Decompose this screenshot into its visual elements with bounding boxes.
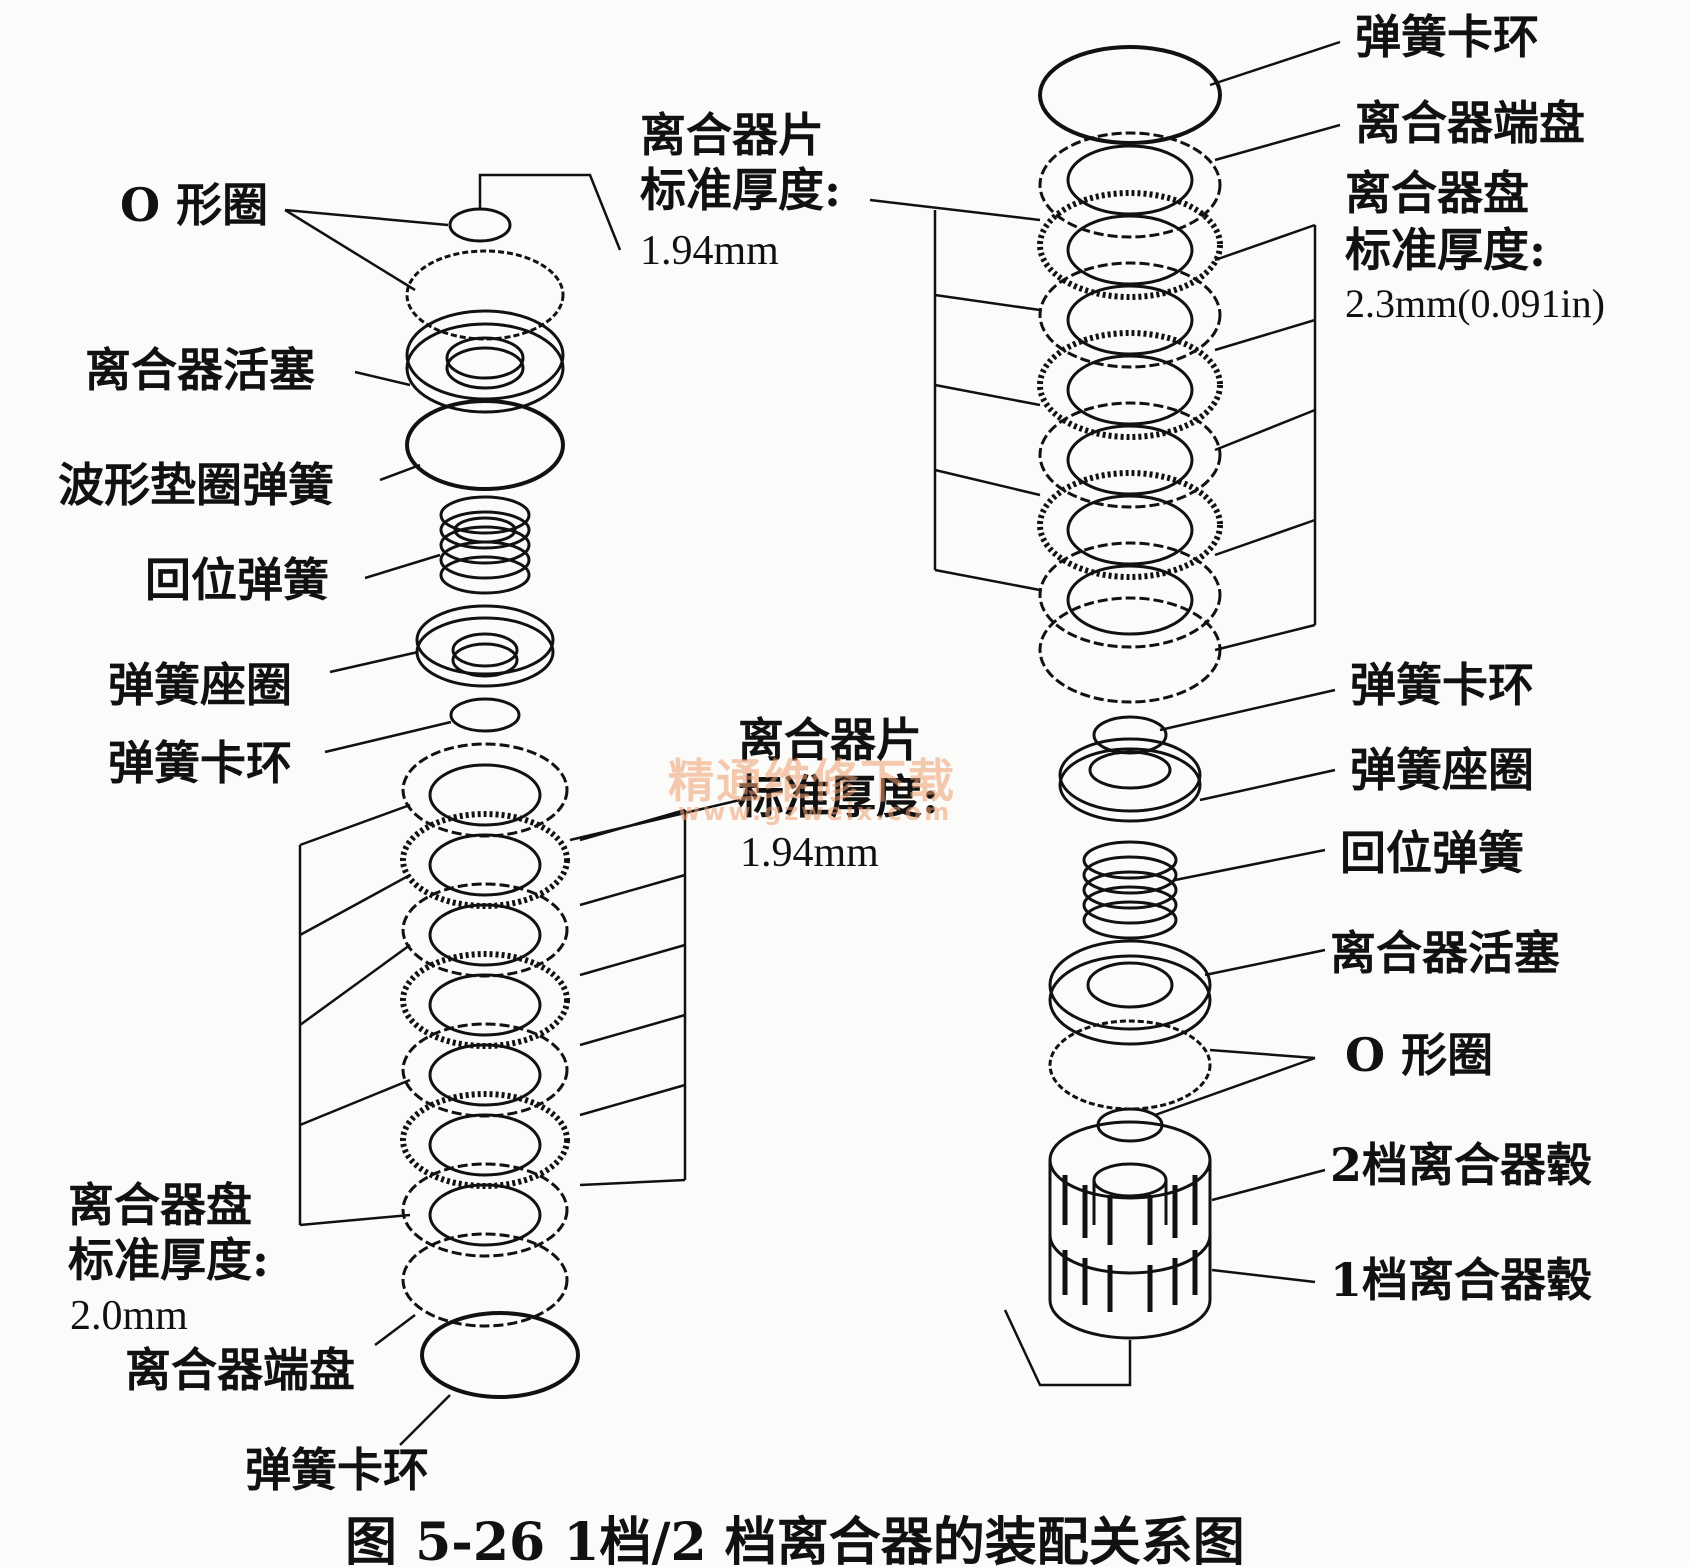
right-spring-seat: [1058, 737, 1202, 823]
right-snap-ring-mid-label: 弹簧卡环: [1350, 658, 1534, 712]
right-hub-2nd-label: 2档离合器毂: [1330, 1138, 1593, 1192]
left-return-spring: [439, 495, 531, 595]
left-plate-value: 1.94mm: [640, 228, 779, 274]
right-end-plate-label: 离合器端盘: [1355, 96, 1585, 150]
right-clutch-piston-label: 离合器活塞: [1330, 926, 1560, 980]
left-wave-washer: [405, 399, 565, 491]
right-return-spring-label: 回位弹簧: [1340, 826, 1524, 880]
left-plate-std-label: 标准厚度:: [640, 163, 841, 217]
right-large-o-ring: [1048, 1019, 1212, 1111]
right-small-o-ring: [1096, 1107, 1164, 1143]
figure-caption: 图 5-26 1档/2 档离合器的装配关系图: [345, 1512, 1245, 1567]
left-plate-label: 离合器片: [640, 108, 824, 162]
left-snap-ring-top: [449, 697, 521, 733]
right-return-spring: [1082, 840, 1178, 940]
right-spring-seat-label: 弹簧座圈: [1350, 743, 1534, 797]
right-disc-std-label: 标准厚度:: [1345, 223, 1546, 277]
left-wave-washer-label: 波形垫圈弹簧: [58, 458, 334, 512]
left-clutch-stack: [400, 742, 570, 1328]
left-clutch-piston-label: 离合器活塞: [85, 343, 315, 397]
left-end-plate-label: 离合器端盘: [125, 1343, 355, 1397]
left-leaders: [284, 173, 741, 1446]
left-return-spring-label: 回位弹簧: [145, 553, 329, 607]
right-disc-label: 离合器盘: [1345, 166, 1529, 220]
left-spring-seat: [415, 604, 555, 688]
left-plate-value-2: 1.94mm: [740, 830, 879, 876]
left-spring-seat-label: 弹簧座圈: [108, 658, 292, 712]
watermark-text: 精通维修下载: [668, 754, 956, 808]
left-o-ring-label: O 形圈: [120, 178, 269, 232]
left-plate-std-label-2: 标准厚度:: [738, 770, 939, 824]
left-large-o-ring: [405, 249, 565, 341]
left-disc-std-label: 标准厚度:: [68, 1233, 269, 1287]
right-hub-1st-label: 1档离合器毂: [1330, 1253, 1593, 1307]
right-snap-ring-top-label: 弹簧卡环: [1355, 10, 1539, 64]
right-o-ring-label: O 形圈: [1345, 1028, 1494, 1082]
left-small-o-ring: [448, 207, 512, 243]
right-snap-ring-top: [1038, 45, 1222, 145]
left-plate-label-2: 离合器片: [738, 713, 922, 767]
left-assembly: [400, 207, 580, 1399]
left-snap-ring-top-label: 弹簧卡环: [108, 736, 292, 790]
right-disc-value: 2.3mm(0.091in): [1345, 281, 1605, 326]
watermark-url: www.gzweix.com: [678, 798, 953, 826]
right-assembly: [1037, 45, 1223, 1340]
right-clutch-hubs: [1048, 1120, 1212, 1340]
left-snap-ring-bottom: [420, 1311, 580, 1399]
left-disc-label: 离合器盘: [68, 1178, 252, 1232]
right-leaders: [869, 40, 1341, 1387]
right-clutch-piston: [1048, 939, 1212, 1046]
right-clutch-stack: [1037, 131, 1223, 704]
left-snap-ring-bottom-label: 弹簧卡环: [245, 1443, 429, 1497]
left-disc-value: 2.0mm: [70, 1293, 188, 1339]
